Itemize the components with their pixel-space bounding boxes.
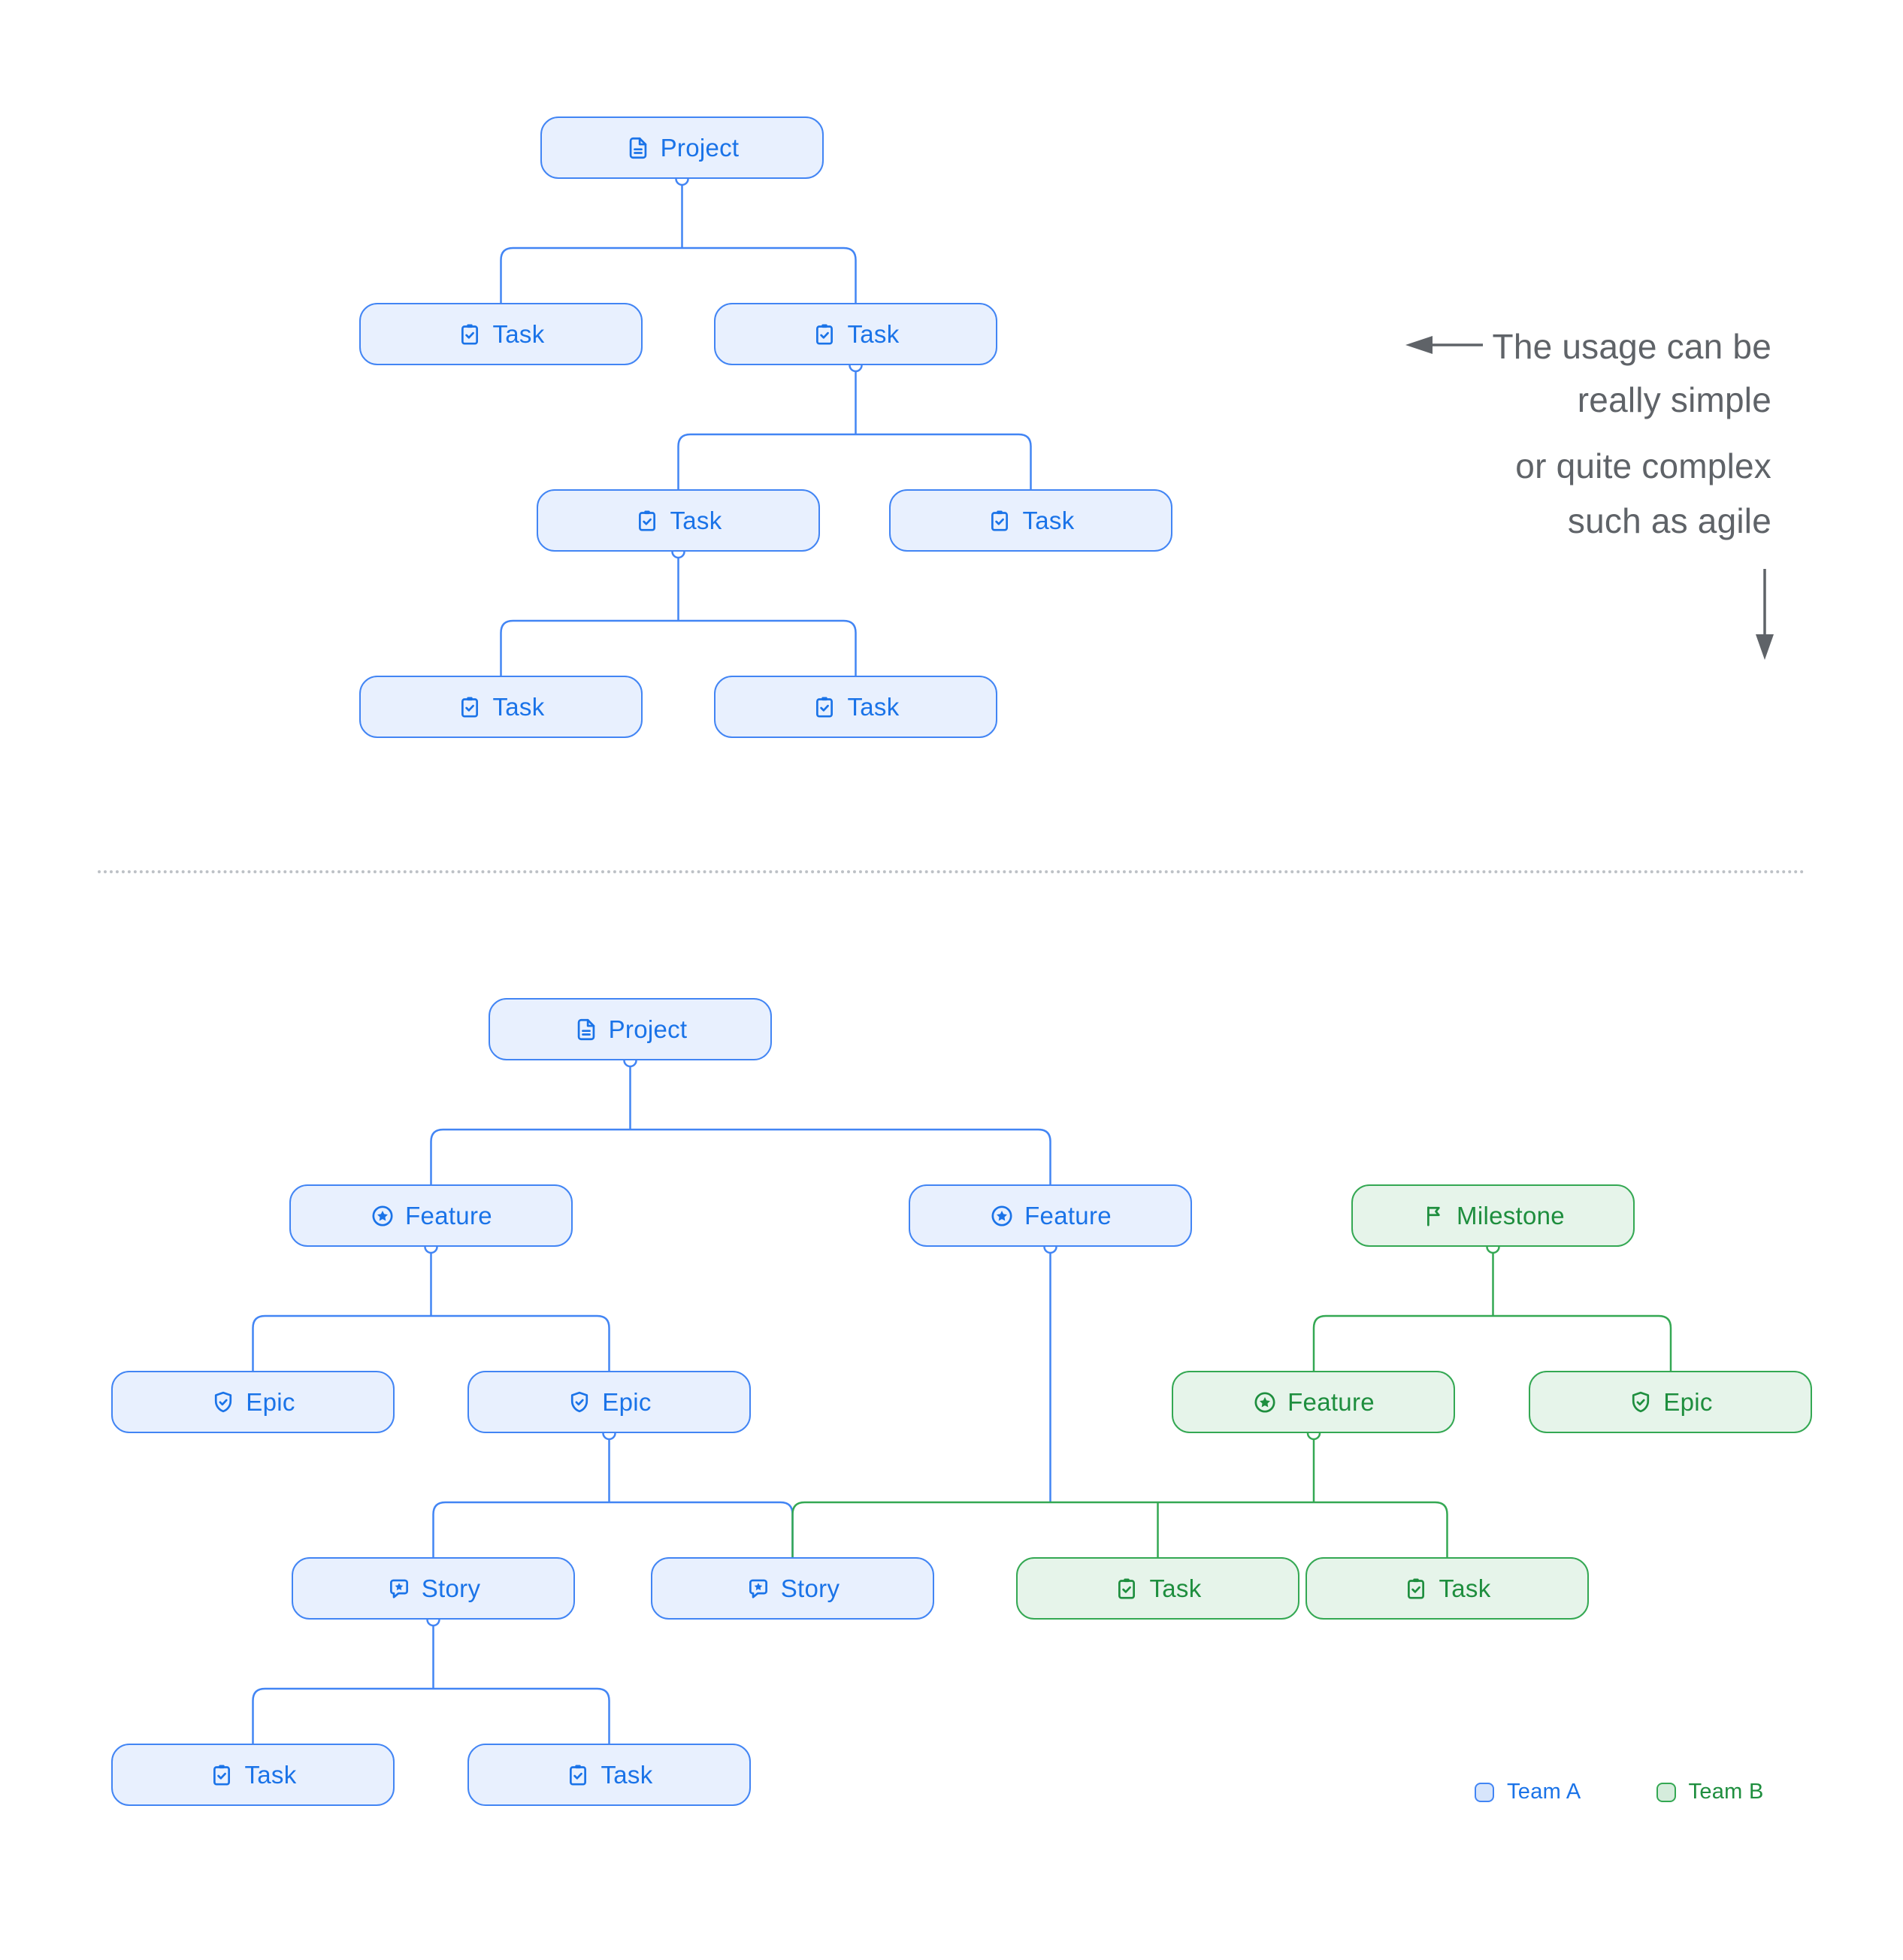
node-epic[interactable]: Epic bbox=[1529, 1371, 1812, 1433]
node-milestone[interactable]: Milestone bbox=[1351, 1184, 1635, 1247]
legend-team-b-label: Team B bbox=[1688, 1780, 1764, 1804]
node-task[interactable]: Task bbox=[537, 489, 820, 552]
node-task[interactable]: Task bbox=[467, 1744, 751, 1806]
node-label: Epic bbox=[602, 1387, 652, 1416]
team-b-swatch-icon bbox=[1656, 1782, 1676, 1802]
node-story[interactable]: Story bbox=[292, 1557, 575, 1620]
node-label: Task bbox=[847, 692, 900, 721]
task-icon bbox=[1403, 1576, 1429, 1602]
node-label: Task bbox=[492, 319, 545, 348]
node-label: Project bbox=[608, 1015, 688, 1043]
story-bubble-icon bbox=[386, 1576, 412, 1602]
node-task[interactable]: Task bbox=[889, 489, 1172, 552]
node-task[interactable]: Task bbox=[359, 676, 643, 738]
task-icon bbox=[565, 1762, 591, 1788]
node-label: Feature bbox=[1287, 1387, 1375, 1416]
legend: Team A Team B bbox=[1475, 1780, 1764, 1804]
node-label: Feature bbox=[405, 1201, 492, 1230]
annotation-line: really simple bbox=[1577, 380, 1771, 419]
node-label: Story bbox=[780, 1574, 840, 1602]
node-feature[interactable]: Feature bbox=[1172, 1371, 1455, 1433]
node-label: Feature bbox=[1024, 1201, 1112, 1230]
node-epic[interactable]: Epic bbox=[111, 1371, 395, 1433]
node-label: Story bbox=[421, 1574, 481, 1602]
annotation-line: such as agile bbox=[1567, 501, 1771, 540]
node-label: Task bbox=[1149, 1574, 1202, 1602]
feature-icon bbox=[1252, 1390, 1278, 1415]
node-label: Epic bbox=[1663, 1387, 1713, 1416]
node-task[interactable]: Task bbox=[1305, 1557, 1589, 1620]
node-story[interactable]: Story bbox=[651, 1557, 934, 1620]
node-label: Milestone bbox=[1457, 1201, 1565, 1230]
legend-team-a-label: Team A bbox=[1507, 1780, 1581, 1804]
node-project[interactable]: Project bbox=[540, 116, 824, 179]
node-epic[interactable]: Epic bbox=[467, 1371, 751, 1433]
node-task[interactable]: Task bbox=[359, 303, 643, 365]
team-a-swatch-icon bbox=[1475, 1782, 1494, 1802]
document-icon bbox=[573, 1017, 599, 1042]
node-label: Task bbox=[1022, 506, 1075, 534]
node-label: Task bbox=[847, 319, 900, 348]
annotation-text: The usage can be really simple or quite … bbox=[1493, 320, 1771, 549]
node-label: Task bbox=[601, 1760, 653, 1789]
node-project[interactable]: Project bbox=[489, 998, 772, 1060]
node-task[interactable]: Task bbox=[714, 676, 997, 738]
node-label: Epic bbox=[246, 1387, 295, 1416]
node-feature[interactable]: Feature bbox=[289, 1184, 573, 1247]
node-label: Task bbox=[1439, 1574, 1491, 1602]
annotation-line: The usage can be bbox=[1492, 327, 1771, 366]
dotted-separator bbox=[98, 870, 1805, 873]
node-task[interactable]: Task bbox=[714, 303, 997, 365]
node-label: Project bbox=[660, 133, 740, 162]
node-task[interactable]: Task bbox=[1016, 1557, 1299, 1620]
story-bubble-icon bbox=[746, 1576, 771, 1602]
annotation-line: or quite complex bbox=[1515, 446, 1771, 485]
task-icon bbox=[1114, 1576, 1139, 1602]
node-label: Task bbox=[244, 1760, 297, 1789]
node-task[interactable]: Task bbox=[111, 1744, 395, 1806]
epic-shield-icon bbox=[567, 1390, 592, 1415]
node-label: Task bbox=[670, 506, 722, 534]
milestone-flag-icon bbox=[1421, 1203, 1447, 1229]
node-feature[interactable]: Feature bbox=[909, 1184, 1192, 1247]
feature-icon bbox=[989, 1203, 1015, 1229]
feature-icon bbox=[370, 1203, 395, 1229]
node-label: Task bbox=[492, 692, 545, 721]
epic-shield-icon bbox=[1628, 1390, 1653, 1415]
task-icon bbox=[209, 1762, 234, 1788]
epic-shield-icon bbox=[210, 1390, 236, 1415]
